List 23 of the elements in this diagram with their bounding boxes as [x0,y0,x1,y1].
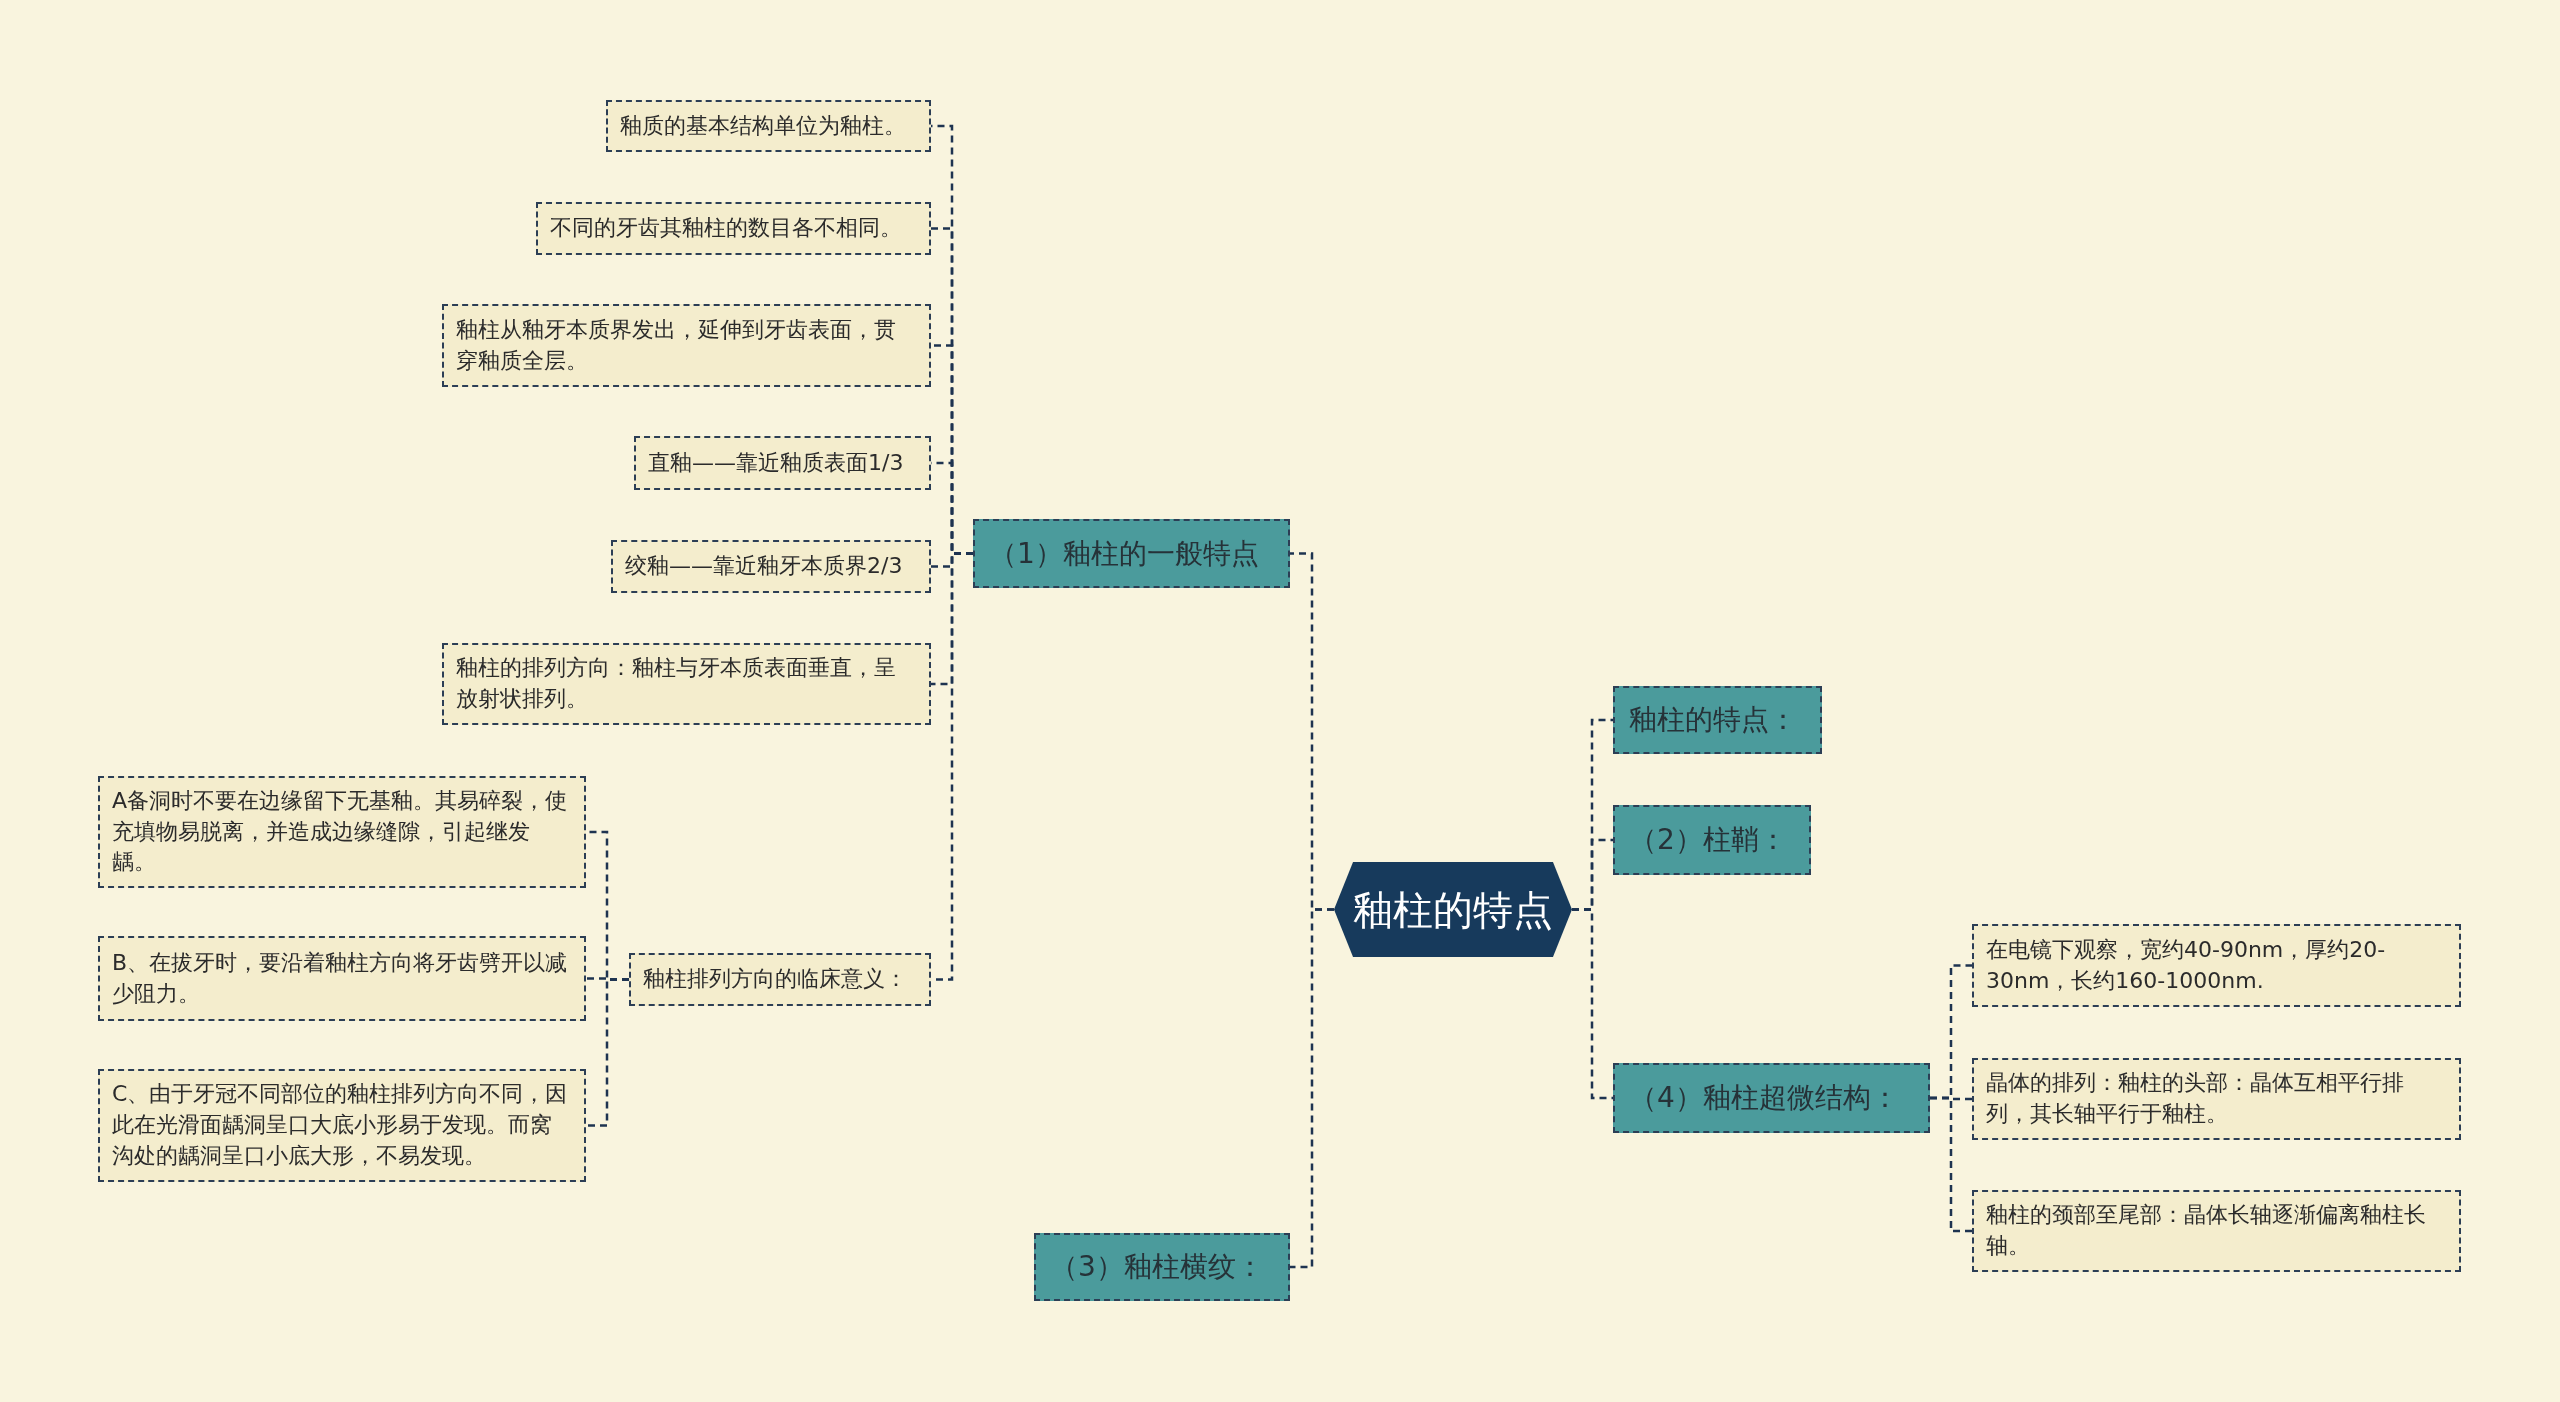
topic-box: （2）柱鞘： [1613,805,1811,875]
central-topic: 釉柱的特点 [1334,862,1572,957]
note-box: 绞釉——靠近釉牙本质界2/3 [611,540,931,593]
note-box: 釉柱从釉牙本质界发出，延伸到牙齿表面，贯穿釉质全层。 [442,304,931,387]
note-box: 不同的牙齿其釉柱的数目各不相同。 [536,202,931,255]
note-box: B、在拔牙时，要沿着釉柱方向将牙齿劈开以减少阻力。 [98,936,586,1021]
topic-box: （3）釉柱横纹： [1034,1233,1290,1301]
note-box: 釉柱排列方向的临床意义： [629,953,931,1006]
note-box: A备洞时不要在边缘留下无基釉。其易碎裂，使充填物易脱离，并造成边缘缝隙，引起继发龋。 [98,776,586,888]
topic-box: 釉柱的特点： [1613,686,1822,754]
note-box: 晶体的排列：釉柱的头部：晶体互相平行排列，其长轴平行于釉柱。 [1972,1058,2461,1140]
connector-line [1572,908,1613,1100]
note-box: 在电镜下观察，宽约40-90nm，厚约20-30nm，长约160-1000nm. [1972,924,2461,1007]
connector-line [586,978,629,1127]
connector-line [1290,908,1334,1269]
note-box: 直釉——靠近釉质表面1/3 [634,436,931,490]
note-box: 釉柱的排列方向：釉柱与牙本质表面垂直，呈放射状排列。 [442,643,931,725]
note-box: 釉质的基本结构单位为釉柱。 [606,100,931,152]
topic-box: （1）釉柱的一般特点 [973,519,1290,588]
topic-box: （4）釉柱超微结构： [1613,1063,1930,1133]
connector-line [1930,1096,1972,1233]
note-box: 釉柱的颈部至尾部：晶体长轴逐渐偏离釉柱长轴。 [1972,1190,2461,1272]
note-box: C、由于牙冠不同部位的釉柱排列方向不同，因此在光滑面龋洞呈口大底小形易于发现。而窝沟处的龋洞呈口小底大形，不易发现。 [98,1069,586,1182]
